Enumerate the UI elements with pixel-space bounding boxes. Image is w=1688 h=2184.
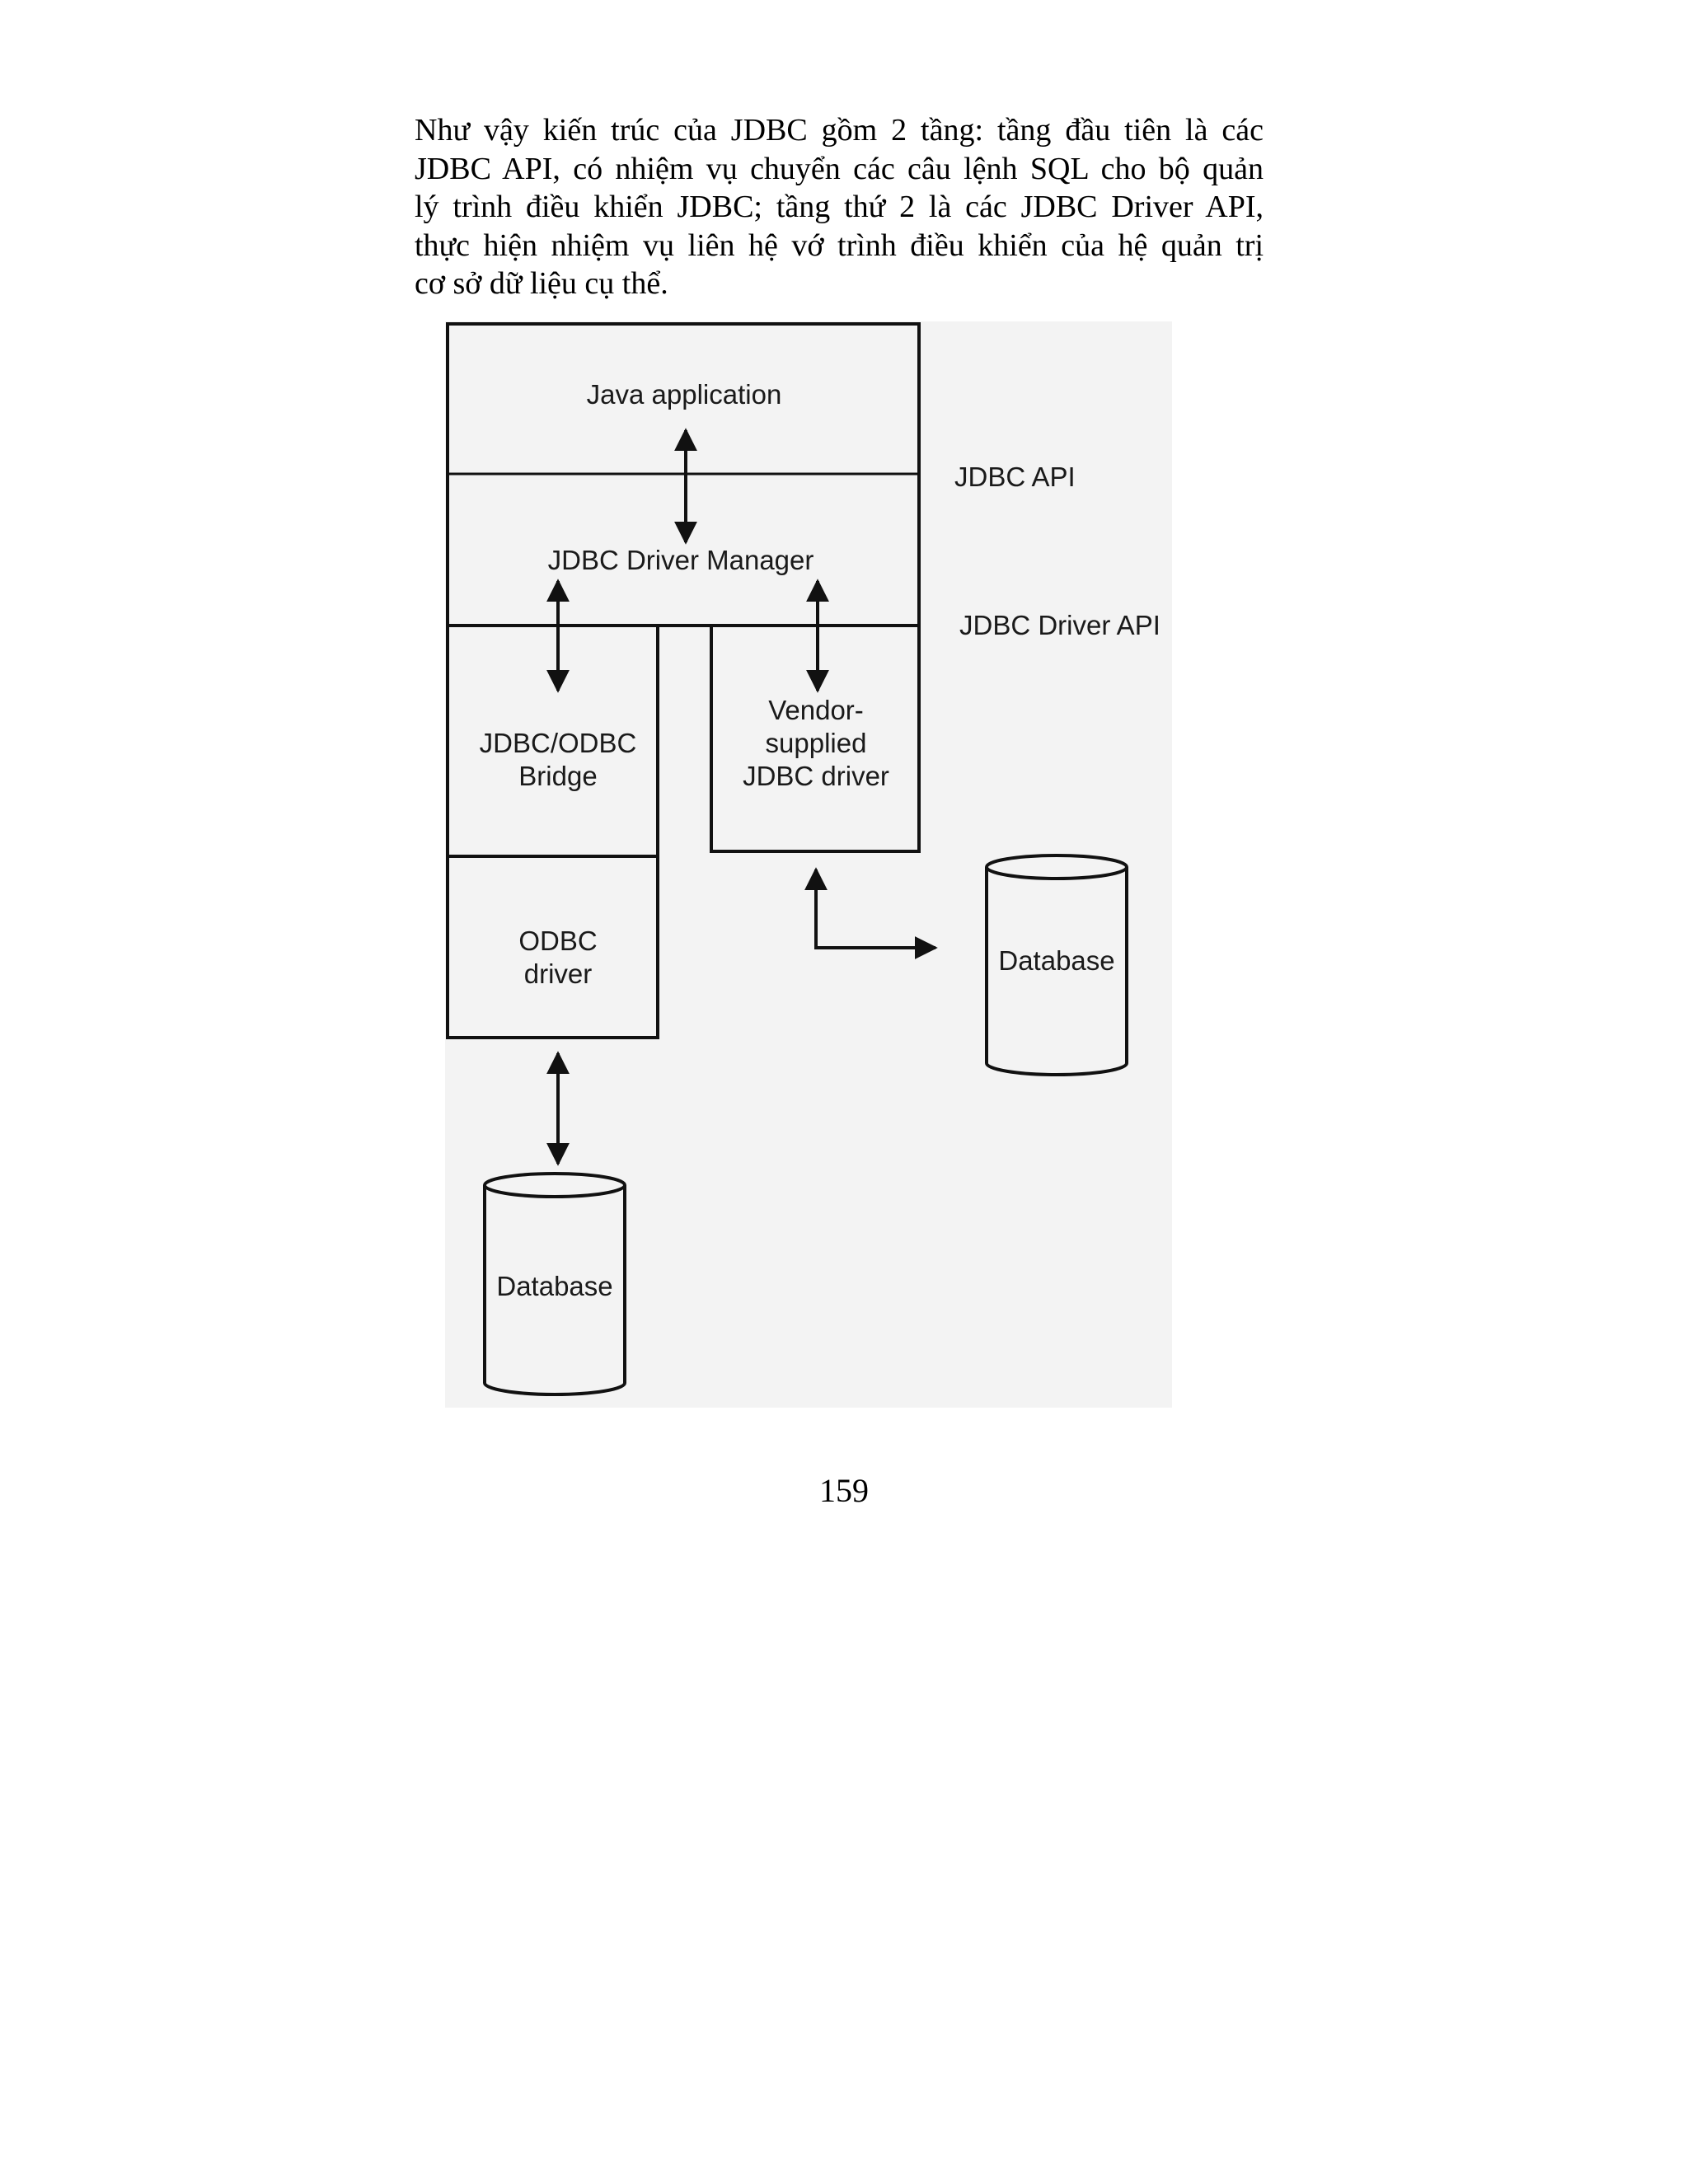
odbc-driver-box <box>446 855 659 1039</box>
body-paragraph: Như vậy kiến trúc của JDBC gồm 2 tầng: t… <box>415 111 1264 303</box>
database-bottom-label: Database <box>496 1271 612 1301</box>
jdbc-driver-api-label: JDBC Driver API <box>959 610 1160 640</box>
jdbc-architecture-diagram: Java application JDBC Driver Manager JDB… <box>446 322 1160 1396</box>
odbc-driver-label: ODBC <box>518 926 597 956</box>
database-right-label: Database <box>998 945 1114 976</box>
driver-manager-label: JDBC Driver Manager <box>548 545 814 575</box>
jdbc-api-label: JDBC API <box>954 462 1076 492</box>
vendor-driver-box <box>710 626 921 853</box>
bridge-label: Bridge <box>518 761 597 791</box>
paragraph-line: JDBC API, có nhiệm vụ chuyển các câu lện… <box>415 151 1264 186</box>
page-number: 159 <box>819 1472 869 1509</box>
vendor-driver-label: supplied <box>766 728 867 758</box>
paragraph-line: Như vậy kiến trúc của JDBC gồm 2 tầng: t… <box>415 113 1264 148</box>
paragraph-line: thực hiện nhiệm vụ liên hệ vớ trình điều… <box>415 227 1264 263</box>
paragraph-line: lý trình điều khiển JDBC; tầng thứ 2 là … <box>415 190 1264 224</box>
vendor-driver-label: Vendor- <box>768 695 864 725</box>
database-bottom-cylinder <box>483 1172 626 1396</box>
bridge-label: JDBC/ODBC <box>480 728 637 758</box>
paragraph-line: cơ sở dữ liệu cụ thể. <box>415 266 668 301</box>
database-right-cylinder <box>985 854 1128 1076</box>
vendor-driver-label: JDBC driver <box>743 761 889 791</box>
java-application-label: Java application <box>587 379 782 410</box>
jdbc-architecture-figure: Java application JDBC Driver Manager JDB… <box>445 321 1172 1408</box>
vendor-to-database-arrow <box>804 867 938 959</box>
odbc-driver-label: driver <box>524 958 593 989</box>
